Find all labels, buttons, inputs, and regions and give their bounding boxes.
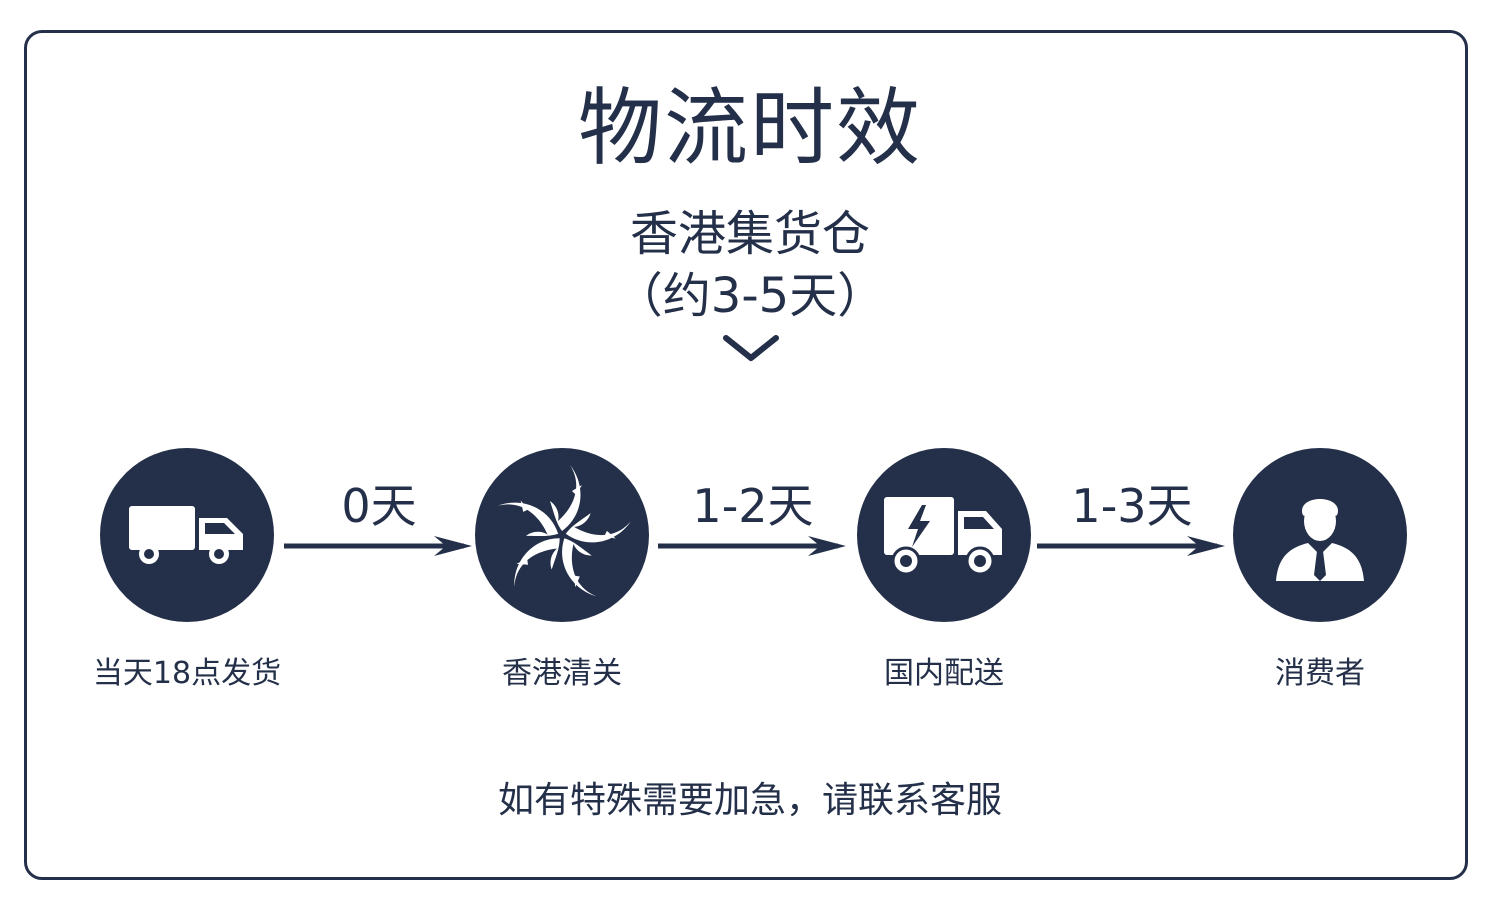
page-title: 物流时效 [577, 79, 922, 177]
electric-truck-icon [884, 497, 1002, 576]
content-frame [24, 30, 1468, 880]
arrow-right-icon [658, 536, 846, 556]
stage-circle [857, 448, 1031, 622]
step-duration: 1-2天 [692, 479, 814, 533]
stage-circle [475, 448, 649, 622]
truck-icon [129, 506, 243, 564]
stage-domestic-delivery: 国内配送 [824, 448, 1064, 694]
urgent-contact-note: 如有特殊需要加急，请联系客服 [497, 780, 1002, 821]
arrow-right-icon [284, 536, 472, 556]
arrow-right-icon [1037, 536, 1225, 556]
stage-consumer: 消费者 [1200, 448, 1440, 694]
stage-label: 当天18点发货 [92, 656, 282, 691]
stage-label: 消费者 [1275, 656, 1365, 691]
person-icon [1276, 499, 1364, 581]
stage-label: 香港清关 [502, 656, 622, 691]
bauhinia-icon [497, 465, 632, 597]
warehouse-duration: （约3-5天） [614, 268, 886, 324]
step-duration: 0天 [341, 479, 417, 533]
step-duration: 1-3天 [1071, 479, 1193, 533]
warehouse-name: 香港集货仓 [629, 206, 870, 262]
stage-customs: 香港清关 [442, 448, 682, 694]
stage-label: 国内配送 [884, 656, 1004, 691]
stage-dispatch: 当天18点发货 [67, 448, 307, 694]
stage-circle [100, 448, 274, 622]
stage-circle [1233, 448, 1407, 622]
chevron-down-icon [723, 335, 779, 361]
